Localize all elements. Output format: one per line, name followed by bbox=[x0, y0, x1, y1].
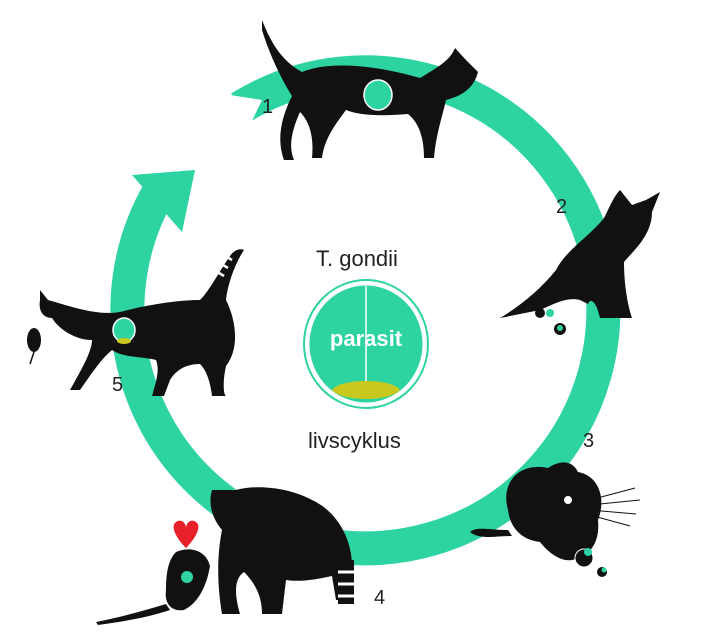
cycle-arrowhead-icon bbox=[132, 170, 195, 232]
cat-icon bbox=[500, 190, 660, 318]
step-label-2: 2 bbox=[556, 196, 568, 218]
parasite-icon bbox=[181, 571, 193, 583]
parasite-icon bbox=[303, 279, 429, 409]
tail-stripes-icon bbox=[338, 570, 354, 598]
cycle-tail-icon bbox=[226, 95, 262, 125]
mouse-icon bbox=[470, 462, 602, 561]
diagram-title: T. gondii bbox=[316, 246, 398, 271]
step-label-4: 4 bbox=[374, 587, 386, 609]
step-label-5: 5 bbox=[112, 374, 124, 396]
tail-stripes-icon bbox=[213, 252, 233, 278]
center-label: parasit bbox=[329, 326, 403, 351]
mouse-icon bbox=[27, 328, 41, 365]
diagram-subtitle: livscyklus bbox=[308, 428, 401, 453]
whiskers-icon bbox=[589, 487, 641, 527]
oocyst-icon bbox=[535, 308, 566, 335]
cat-icon bbox=[210, 487, 354, 614]
oocyst-icon bbox=[574, 548, 607, 577]
mouse-eye-icon bbox=[564, 496, 572, 504]
parasite-icon bbox=[363, 79, 393, 111]
cat-icon bbox=[39, 249, 245, 396]
parasite-yolk-icon bbox=[117, 338, 131, 344]
heart-icon bbox=[173, 520, 199, 548]
rat-icon bbox=[96, 549, 210, 625]
step-label-1: 1 bbox=[262, 96, 274, 118]
step-label-3: 3 bbox=[583, 430, 595, 452]
